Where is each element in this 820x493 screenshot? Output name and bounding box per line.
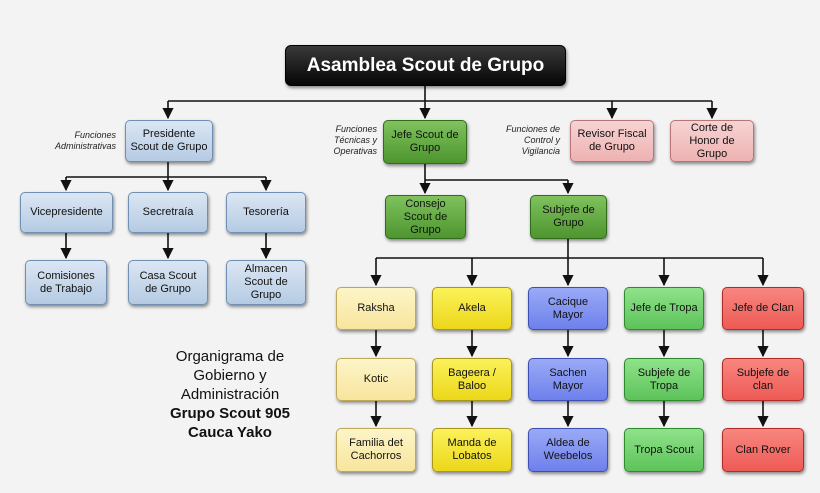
node-revisor-fiscal: Revisor Fiscal de Grupo bbox=[570, 120, 654, 162]
node-manda-lobatos: Manda de Lobatos bbox=[432, 428, 512, 472]
title-line-3: Administración bbox=[180, 386, 280, 403]
node-corte-honor: Corte de Honor de Grupo bbox=[670, 120, 754, 162]
node-kotic: Kotic bbox=[336, 358, 416, 401]
node-bageera-baloo: Bageera / Baloo bbox=[432, 358, 512, 401]
node-tropa-scout: Tropa Scout bbox=[624, 428, 704, 472]
node-sachen-mayor: Sachen Mayor bbox=[528, 358, 608, 401]
node-vicepresidente: Vicepresidente bbox=[20, 192, 113, 233]
title-line-1: Organigrama de bbox=[175, 348, 285, 365]
node-raksha: Raksha bbox=[336, 287, 416, 330]
label-funciones-control: Funciones de Control y Vigilancia bbox=[505, 124, 560, 156]
node-jefe-tropa: Jefe de Tropa bbox=[624, 287, 704, 330]
title-line-2: Gobierno y bbox=[193, 367, 267, 384]
label-funciones-administrativas: Funciones Administrativas bbox=[54, 130, 116, 151]
node-secretaria: Secretraía bbox=[128, 192, 208, 233]
node-familia-cachorros: Familia det Cachorros bbox=[336, 428, 416, 472]
node-aldea-weebelos: Aldea de Weebelos bbox=[528, 428, 608, 472]
node-consejo-scout: Consejo Scout de Grupo bbox=[385, 195, 466, 239]
title-line-5: Cauca Yako bbox=[188, 424, 272, 441]
node-jefe-scout: Jefe Scout de Grupo bbox=[383, 120, 467, 164]
title-line-4: Grupo Scout 905 bbox=[169, 405, 291, 422]
node-cacique-mayor: Cacique Mayor bbox=[528, 287, 608, 330]
node-subjefe-clan: Subjefe de clan bbox=[722, 358, 804, 401]
node-subjefe-grupo: Subjefe de Grupo bbox=[530, 195, 607, 239]
node-clan-rover: Clan Rover bbox=[722, 428, 804, 472]
chart-title: Organigrama de Gobierno y Administración… bbox=[140, 347, 320, 442]
node-tesoreria: Tesorería bbox=[226, 192, 306, 233]
node-casa-scout: Casa Scout de Grupo bbox=[128, 260, 208, 305]
node-almacen: Almacen Scout de Grupo bbox=[226, 260, 306, 305]
node-jefe-clan: Jefe de Clan bbox=[722, 287, 804, 330]
node-comisiones: Comisiones de Trabajo bbox=[25, 260, 107, 305]
node-asamblea-scout: Asamblea Scout de Grupo bbox=[285, 45, 566, 86]
node-presidente: Presidente Scout de Grupo bbox=[125, 120, 213, 162]
node-subjefe-tropa: Subjefe de Tropa bbox=[624, 358, 704, 401]
node-akela: Akela bbox=[432, 287, 512, 330]
label-funciones-tecnicas: Funciones Técnicas y Operativas bbox=[333, 124, 377, 156]
